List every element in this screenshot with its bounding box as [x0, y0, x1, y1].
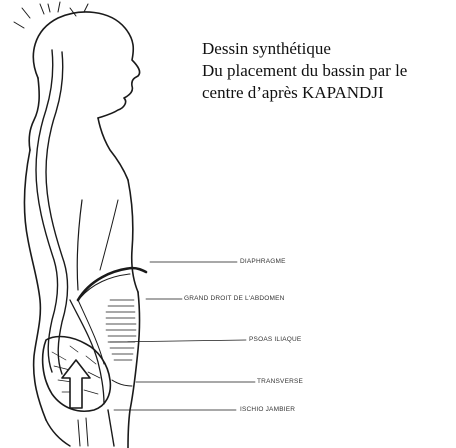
chest-outline: [128, 180, 138, 292]
caption-line-1: Dessin synthétique: [202, 38, 407, 60]
caption: Dessin synthétique Du placement du bassi…: [202, 38, 407, 104]
arm-line: [100, 200, 118, 270]
thigh-front: [108, 410, 114, 446]
label-ischio: ISCHIO JAMBIER: [240, 406, 295, 413]
label-psoas: PSOAS ILIAQUE: [249, 336, 301, 343]
abdominal-hatching: [106, 300, 136, 360]
label-diaphragme: DIAPHRAGME: [240, 258, 286, 265]
neck-back: [29, 78, 39, 150]
hair-strands: [14, 2, 88, 28]
back-outline: [24, 150, 46, 420]
caption-line-2: Du placement du bassin par le: [202, 60, 407, 82]
label-grand-droit: GRAND DROIT DE L'ABDOMEN: [184, 295, 285, 302]
arm-outline: [77, 200, 82, 290]
neck-front: [98, 118, 128, 180]
pelvis-arrow: [62, 360, 90, 408]
abdomen-outline: [128, 292, 140, 448]
caption-line-3: centre d’après KAPANDJI: [202, 82, 407, 104]
thigh-back: [46, 420, 70, 446]
head-outline: [33, 12, 139, 118]
label-transverse: TRANSVERSE: [257, 378, 303, 385]
